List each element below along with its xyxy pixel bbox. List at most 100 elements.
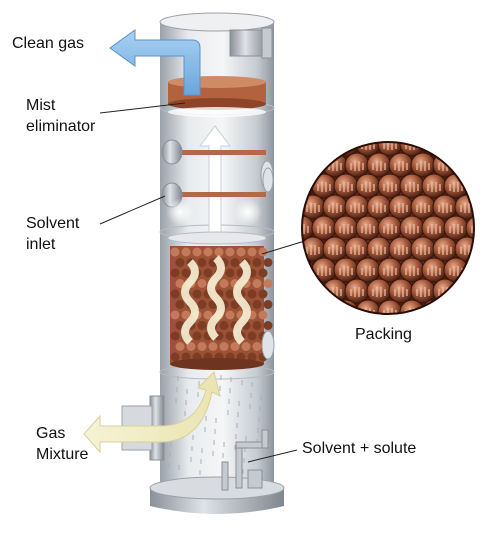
solvent-inlet-label-line2: inlet: [26, 236, 56, 253]
packing-ring-slots: [350, 245, 364, 255]
packing-ring: [302, 142, 315, 157]
packing-ring-slots: [460, 287, 474, 297]
packing-bed-ring: [258, 289, 268, 299]
packing-ring: [454, 278, 474, 304]
solvent-solute-leader-line: [247, 449, 298, 463]
packing-ring-slots: [339, 142, 353, 150]
packing-ring: [432, 236, 458, 262]
packing-ring: [344, 278, 370, 304]
packing-ring: [421, 257, 447, 283]
packing-ring: [421, 215, 447, 241]
packing-ring: [355, 257, 381, 283]
packing-ring-slots: [394, 245, 408, 255]
packing-ring-slots: [416, 245, 430, 255]
packing-ring-slots: [460, 161, 474, 171]
gas-mixture-arrow: [83, 371, 221, 454]
packing-bed-ring: [203, 310, 213, 320]
packing-ring: [322, 152, 348, 178]
packing-bed-ring: [192, 289, 202, 299]
packing-magnified-view: [301, 141, 494, 315]
packing-ring-slots: [302, 182, 309, 192]
packing-bed-ring: [230, 342, 240, 351]
packing-bed-ring: [214, 247, 224, 257]
packing-ring: [443, 299, 469, 314]
packing-ring: [399, 215, 425, 241]
packing-bed-ring: [203, 247, 213, 257]
packing-ring-slots: [460, 245, 474, 255]
packing-bed-ring: [175, 279, 185, 288]
packing-ring-slots: [350, 203, 364, 213]
packing-ring: [410, 194, 436, 220]
packing-ring: [355, 173, 381, 199]
packing-bed-ring: [181, 247, 191, 257]
packing-bed-ring: [263, 279, 273, 288]
packing-bed-ring: [219, 342, 229, 351]
packing-ring: [477, 195, 494, 219]
packing-ring-slots: [471, 224, 474, 234]
solvent-inlet-leader-line: [99, 195, 166, 225]
packing-ring-slots: [350, 161, 364, 171]
packing-ring: [410, 152, 436, 178]
packing-ring: [465, 257, 474, 283]
packing-ring: [465, 299, 474, 314]
packing-ring-slots: [483, 203, 494, 213]
packing-ring-slots: [427, 142, 441, 150]
clean-gas-arrow: [109, 29, 201, 96]
packing-ring: [311, 215, 337, 241]
packing-ring-slots: [438, 287, 452, 297]
packing-ring: [322, 278, 348, 304]
packing-bed-ring: [258, 310, 268, 320]
packing-ring: [302, 299, 315, 314]
packing-bed-ring: [230, 258, 240, 267]
packing-ring: [421, 173, 447, 199]
gas-mixture-label-line2: Mixture: [36, 446, 89, 463]
clean-gas-label: Clean gas: [12, 35, 85, 52]
packing-ring-slots: [394, 203, 408, 213]
packing-ring-slots: [372, 203, 386, 213]
packing-ring: [388, 152, 414, 178]
packing-ring: [311, 257, 337, 283]
packing-bed-ring: [208, 342, 218, 351]
packing-bed-ring: [263, 300, 273, 309]
packing-bed-ring: [219, 321, 229, 330]
packing-bed-ring: [247, 247, 257, 257]
packing-bed-ring: [247, 352, 257, 362]
packing-ring-slots: [449, 142, 463, 150]
packing-bed-ring: [197, 342, 207, 351]
packing-ring: [477, 153, 494, 177]
packing-ring: [311, 299, 337, 314]
packing-ring: [322, 194, 348, 220]
packing-leader-line: [261, 239, 309, 255]
packing-bed-ring: [181, 310, 191, 320]
packing-bed-ring: [225, 247, 235, 257]
packing-ring: [333, 173, 359, 199]
packing-bed-ring: [175, 342, 185, 351]
packing-ring-slots: [383, 224, 397, 234]
packing-ring-slots: [449, 308, 463, 314]
packing-bed-ring: [197, 258, 207, 267]
packing-ring-slots: [302, 266, 309, 276]
packing-bed: [167, 231, 273, 370]
packing-ring: [311, 173, 337, 199]
solvent-inlet-label-line1: Solvent: [26, 215, 80, 232]
packing-ring-slots: [383, 182, 397, 192]
packing-ring-slots: [427, 182, 441, 192]
packing-bed-ring: [170, 352, 180, 362]
packing-bed-ring: [170, 268, 180, 278]
packing-ring-slots: [405, 224, 419, 234]
packing-ring-slots: [361, 266, 375, 276]
packing-ring-slots: [405, 266, 419, 276]
packing-ring-slots: [416, 161, 430, 171]
gas-mixture-label-line1: Gas: [36, 425, 66, 442]
packing-bed-ring: [247, 331, 257, 341]
packing-ring-slots: [372, 161, 386, 171]
packing-bed-ring: [192, 331, 202, 341]
packing-ring: [377, 142, 403, 157]
packing-ring-slots: [306, 203, 320, 213]
packing-bed-ring: [236, 247, 246, 257]
packing-ring-slots: [306, 161, 320, 171]
packing-bed-ring: [247, 289, 257, 299]
packing-ring-slots: [306, 287, 320, 297]
packing-ring: [322, 236, 348, 262]
